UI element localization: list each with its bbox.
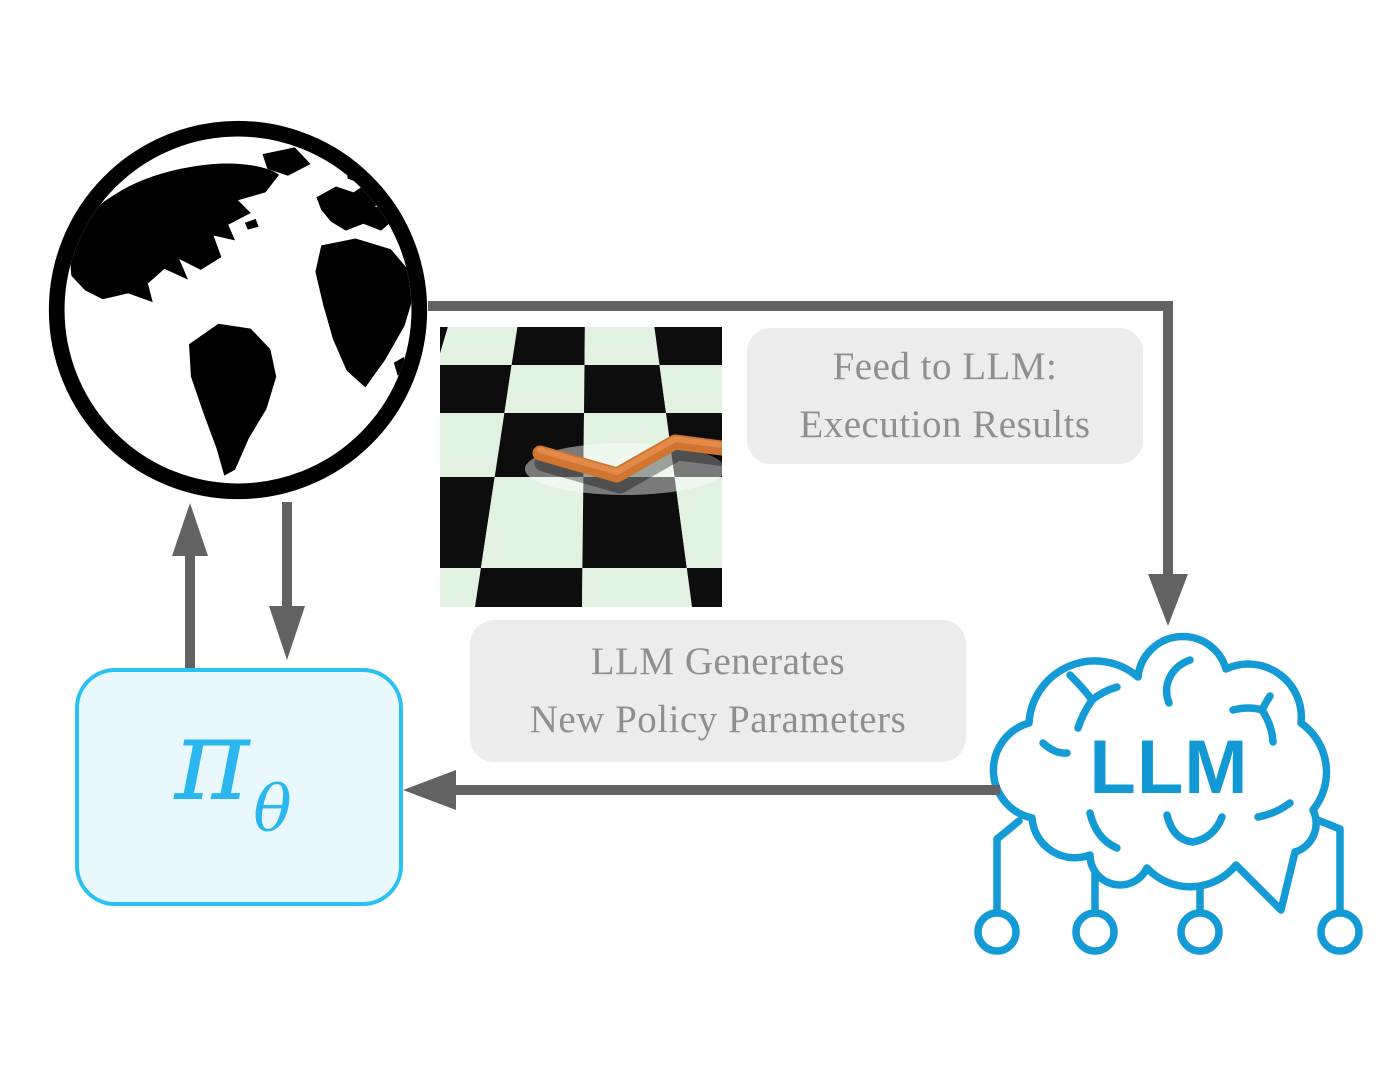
checker-cell [686,568,722,607]
llm-label: LLM [1089,725,1248,810]
policy-node: πθ [75,668,403,906]
checker-cell [440,413,505,477]
brain-circuit-icon: LLM [974,632,1363,955]
checker-cell [504,365,585,413]
pi-symbol: π [174,693,250,827]
policy-symbol: πθ [174,703,291,843]
callout-feed-line2: Execution Results [799,403,1091,446]
checker-cell [511,327,585,365]
swimmer-checkerboard-image [440,327,722,607]
checker-cell [440,327,518,365]
checker-cell [440,568,481,607]
checker-cell [474,568,583,607]
checker-cell [584,327,660,365]
arrow-llm-to-policy [403,770,1000,810]
arrow-policy-to-env [172,503,208,668]
brain-folds [1039,656,1294,852]
theta-subscript: θ [253,773,292,848]
callout-gen-line1: LLM Generates [590,640,846,684]
callout-llm-generates: LLM Generates New Policy Parameters [470,620,966,762]
callout-feed-line1: Feed to LLM: [832,345,1058,389]
callout-gen-line2: New Policy Parameters [529,698,907,741]
checker-cell [584,365,666,413]
arrow-env-to-policy [269,502,305,660]
checkerboard-floor [440,327,722,607]
callout-feed-to-llm: Feed to LLM: Execution Results [747,328,1143,464]
checker-cell [659,365,722,413]
checker-cell [654,327,722,365]
checker-cell [582,568,693,607]
globe-icon [48,120,428,500]
checker-cell [440,365,512,413]
checker-cell [480,477,584,568]
